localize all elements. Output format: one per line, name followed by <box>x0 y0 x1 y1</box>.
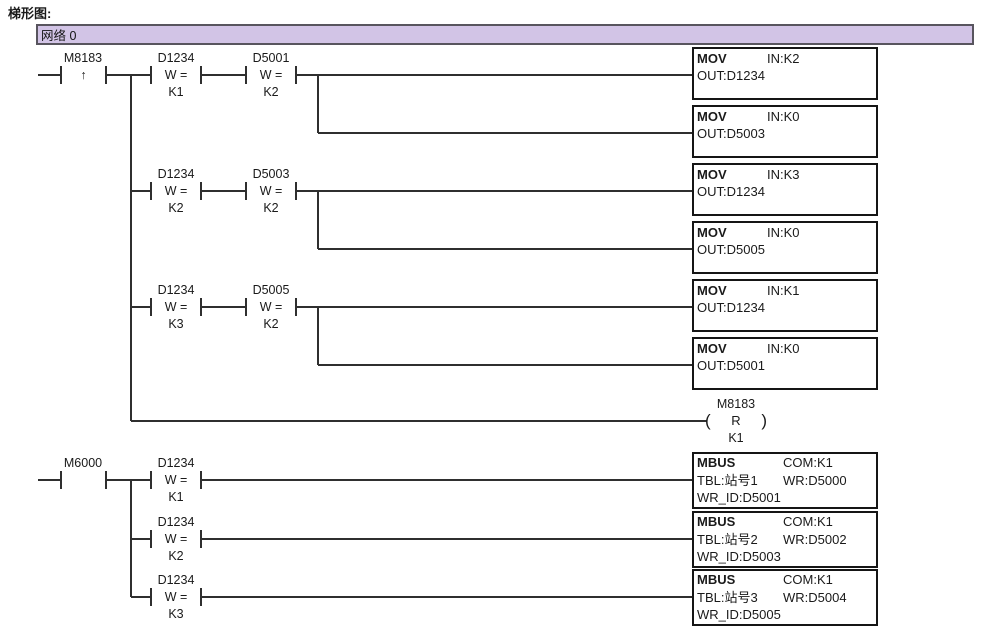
block-out-param: OUT:D1234 <box>697 184 765 199</box>
block-name: MOV <box>697 341 727 356</box>
wires-bottom-section <box>38 479 692 598</box>
contact-label: M8183 <box>63 51 103 65</box>
compare-operator: W = <box>259 184 283 198</box>
mov-block-5[interactable]: MOV IN:K1 OUT:D1234 <box>692 279 878 332</box>
block-name: MBUS <box>697 455 736 470</box>
rising-edge-contact-m8183[interactable]: ↑ <box>60 66 107 84</box>
block-out-param: OUT:D5003 <box>697 126 765 141</box>
page-title: 梯形图: <box>8 6 52 21</box>
contact-label: D1234 <box>157 515 195 529</box>
block-name: MOV <box>697 225 727 240</box>
block-in-param: IN:K1 <box>767 283 800 298</box>
compare-operator: W = <box>164 590 188 604</box>
mov-block-2[interactable]: MOV IN:K0 OUT:D5003 <box>692 105 878 158</box>
contact-label: D1234 <box>157 456 195 470</box>
compare-contact[interactable]: W = <box>245 182 297 200</box>
contact-label: M6000 <box>63 456 103 470</box>
block-wr-param: WR:D5004 <box>783 589 847 605</box>
mov-block-1[interactable]: MOV IN:K2 OUT:D1234 <box>692 47 878 100</box>
contact-label: D1234 <box>157 283 195 297</box>
block-com-param: COM:K1 <box>783 572 833 587</box>
compare-operator: W = <box>164 300 188 314</box>
block-tbl-param: TBL:站号1 <box>697 472 758 488</box>
contact-value: K2 <box>263 201 279 215</box>
block-com-param: COM:K1 <box>783 455 833 470</box>
block-out-param: OUT:D1234 <box>697 68 765 83</box>
mov-block-4[interactable]: MOV IN:K0 OUT:D5005 <box>692 221 878 274</box>
compare-operator: W = <box>164 184 188 198</box>
block-name: MOV <box>697 167 727 182</box>
coil-paren-right: ) <box>761 410 767 430</box>
mbus-block-1[interactable]: MBUS COM:K1 TBL:站号1 WR:D5000 WR_ID:D5001 <box>692 452 878 509</box>
block-name: MOV <box>697 109 727 124</box>
reset-coil-m8183[interactable]: ( R ) <box>705 410 767 431</box>
wires-top-section <box>38 74 707 422</box>
block-in-param: IN:K0 <box>767 341 800 356</box>
compare-operator: W = <box>259 68 283 82</box>
contact-value: K1 <box>168 85 184 99</box>
block-wrid-param: WR_ID:D5001 <box>697 490 781 505</box>
coil-label: M8183 <box>716 397 756 411</box>
block-in-param: IN:K0 <box>767 225 800 240</box>
compare-operator: W = <box>164 68 188 82</box>
contact-value: K3 <box>168 317 184 331</box>
block-name: MBUS <box>697 514 736 529</box>
contact-value: K1 <box>168 490 184 504</box>
contact-value: K3 <box>168 607 184 621</box>
contact-m6000[interactable] <box>60 471 107 489</box>
compare-contact[interactable]: W = <box>150 298 202 316</box>
contact-value: K2 <box>168 201 184 215</box>
block-tbl-param: TBL:站号2 <box>697 531 758 547</box>
network-header-bar[interactable]: 网络 0 <box>36 24 974 45</box>
compare-contact[interactable]: W = <box>150 471 202 489</box>
compare-contact[interactable]: W = <box>150 530 202 548</box>
rising-edge-symbol: ↑ <box>80 68 87 82</box>
compare-contact[interactable]: W = <box>245 298 297 316</box>
block-com-param: COM:K1 <box>783 514 833 529</box>
block-in-param: IN:K2 <box>767 51 800 66</box>
block-tbl-param: TBL:站号3 <box>697 589 758 605</box>
block-out-param: OUT:D5001 <box>697 358 765 373</box>
compare-contact[interactable]: W = <box>150 182 202 200</box>
block-out-param: OUT:D5005 <box>697 242 765 257</box>
block-name: MBUS <box>697 572 736 587</box>
block-wrid-param: WR_ID:D5003 <box>697 549 781 564</box>
compare-contact[interactable]: W = <box>150 66 202 84</box>
contact-label: D1234 <box>157 573 195 587</box>
compare-operator: W = <box>164 532 188 546</box>
mbus-block-2[interactable]: MBUS COM:K1 TBL:站号2 WR:D5002 WR_ID:D5003 <box>692 511 878 568</box>
coil-paren-left: ( <box>705 410 711 430</box>
block-in-param: IN:K3 <box>767 167 800 182</box>
block-name: MOV <box>697 51 727 66</box>
contact-value: K2 <box>263 85 279 99</box>
contact-label: D5003 <box>252 167 290 181</box>
block-name: MOV <box>697 283 727 298</box>
mbus-block-3[interactable]: MBUS COM:K1 TBL:站号3 WR:D5004 WR_ID:D5005 <box>692 569 878 626</box>
contact-value: K2 <box>263 317 279 331</box>
compare-operator: W = <box>259 300 283 314</box>
compare-contact[interactable]: W = <box>245 66 297 84</box>
coil-symbol: R <box>731 413 741 428</box>
mov-block-6[interactable]: MOV IN:K0 OUT:D5001 <box>692 337 878 390</box>
network-label: 网络 0 <box>41 29 77 43</box>
contact-label: D5001 <box>252 51 290 65</box>
block-out-param: OUT:D1234 <box>697 300 765 315</box>
block-wr-param: WR:D5000 <box>783 472 847 488</box>
block-wr-param: WR:D5002 <box>783 531 847 547</box>
contact-label: D5005 <box>252 283 290 297</box>
contact-label: D1234 <box>157 167 195 181</box>
contact-value: K2 <box>168 549 184 563</box>
block-in-param: IN:K0 <box>767 109 800 124</box>
coil-value: K1 <box>728 431 744 445</box>
mov-block-3[interactable]: MOV IN:K3 OUT:D1234 <box>692 163 878 216</box>
compare-contact[interactable]: W = <box>150 588 202 606</box>
block-wrid-param: WR_ID:D5005 <box>697 607 781 622</box>
contact-label: D1234 <box>157 51 195 65</box>
compare-operator: W = <box>164 473 188 487</box>
